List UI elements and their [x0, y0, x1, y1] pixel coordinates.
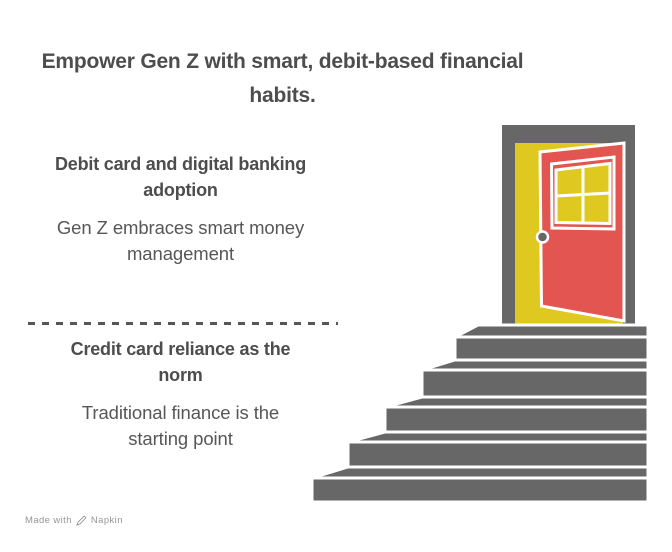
page-title: Empower Gen Z with smart, debit-based fi… — [10, 45, 555, 113]
brand-label: Napkin — [90, 515, 123, 526]
stair-tread-5 — [454, 323, 650, 339]
made-with-label: Made with — [25, 515, 72, 526]
window-mullion-horizontal — [555, 191, 611, 198]
staircase-group — [310, 323, 650, 504]
stair-riser-1 — [310, 476, 650, 504]
doorknob — [535, 230, 550, 244]
page-title-line1: Empower Gen Z with smart, debit-based fi… — [41, 50, 524, 73]
stair-tread-1 — [311, 465, 650, 480]
section-debit-adoption: Debit card and digital banking adoption … — [28, 151, 333, 267]
stair-riser-2 — [346, 440, 650, 469]
door-window-frame — [549, 155, 616, 231]
stair-riser-3 — [383, 405, 650, 434]
napkin-pen-icon — [76, 515, 87, 526]
dashed-separator — [28, 322, 338, 325]
watermark: Made with Napkin — [25, 515, 123, 526]
page-title-line2: habits. — [249, 84, 316, 107]
section2-heading: Credit card reliance as the norm — [70, 339, 291, 385]
stair-riser-4 — [420, 368, 650, 399]
door-group — [502, 125, 635, 325]
section1-body: Gen Z embraces smart money management — [56, 217, 305, 264]
section2-body: Traditional finance is the starting poin… — [81, 402, 280, 449]
section1-heading: Debit card and digital banking adoption — [54, 154, 307, 200]
stair-riser-5 — [453, 335, 650, 362]
section-credit-norm: Credit card reliance as the norm Traditi… — [28, 336, 333, 452]
